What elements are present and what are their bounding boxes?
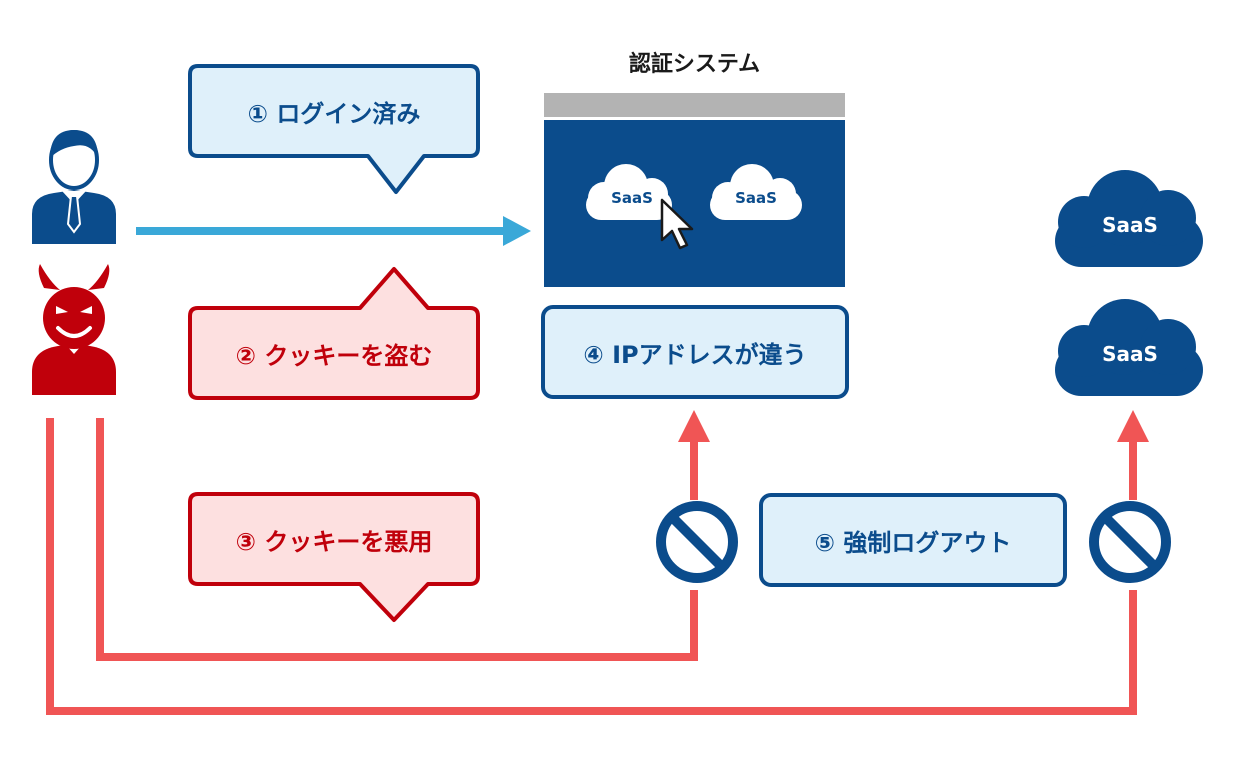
arrowhead-to-saas (1117, 410, 1149, 442)
ip-mismatch-box (541, 305, 849, 399)
prohibited-icon (1089, 501, 1171, 583)
auth-system-title: 認証システム (628, 52, 761, 77)
devil-icon (32, 264, 116, 395)
attack-path-inner (96, 418, 698, 661)
saas-label-inner-2: SaaS (735, 189, 777, 207)
cursor-icon (660, 198, 694, 250)
prohibited-icon (656, 501, 738, 583)
step-4-label: ④ IPアドレスが違う (583, 340, 807, 369)
step-1-label: ① ログイン済み (247, 99, 421, 128)
callout-logged-in (188, 64, 480, 194)
arrowhead-to-auth-system (678, 410, 710, 442)
cloud-icon (1055, 170, 1203, 267)
saas-label-outer-2: SaaS (1102, 342, 1158, 366)
login-arrow (136, 216, 531, 246)
forced-logout-box (759, 493, 1067, 587)
saas-label-outer-1: SaaS (1102, 213, 1158, 237)
attack-path-outer (46, 418, 1137, 715)
attack-path-lines (46, 418, 1137, 715)
saas-label-inner-1: SaaS (611, 189, 653, 207)
step-2-label: ② クッキーを盗む (235, 341, 433, 370)
cloud-icon (1055, 299, 1203, 396)
user-icon (32, 130, 116, 244)
step-5-label: ⑤ 強制ログアウト (814, 528, 1012, 557)
cloud-icon (586, 164, 672, 220)
callout-steal-cookie (188, 267, 480, 400)
step-3-label: ③ クッキーを悪用 (235, 527, 433, 556)
window-title-bar (544, 93, 845, 117)
cloud-icon (710, 164, 802, 220)
callout-abuse-cookie (188, 492, 480, 622)
